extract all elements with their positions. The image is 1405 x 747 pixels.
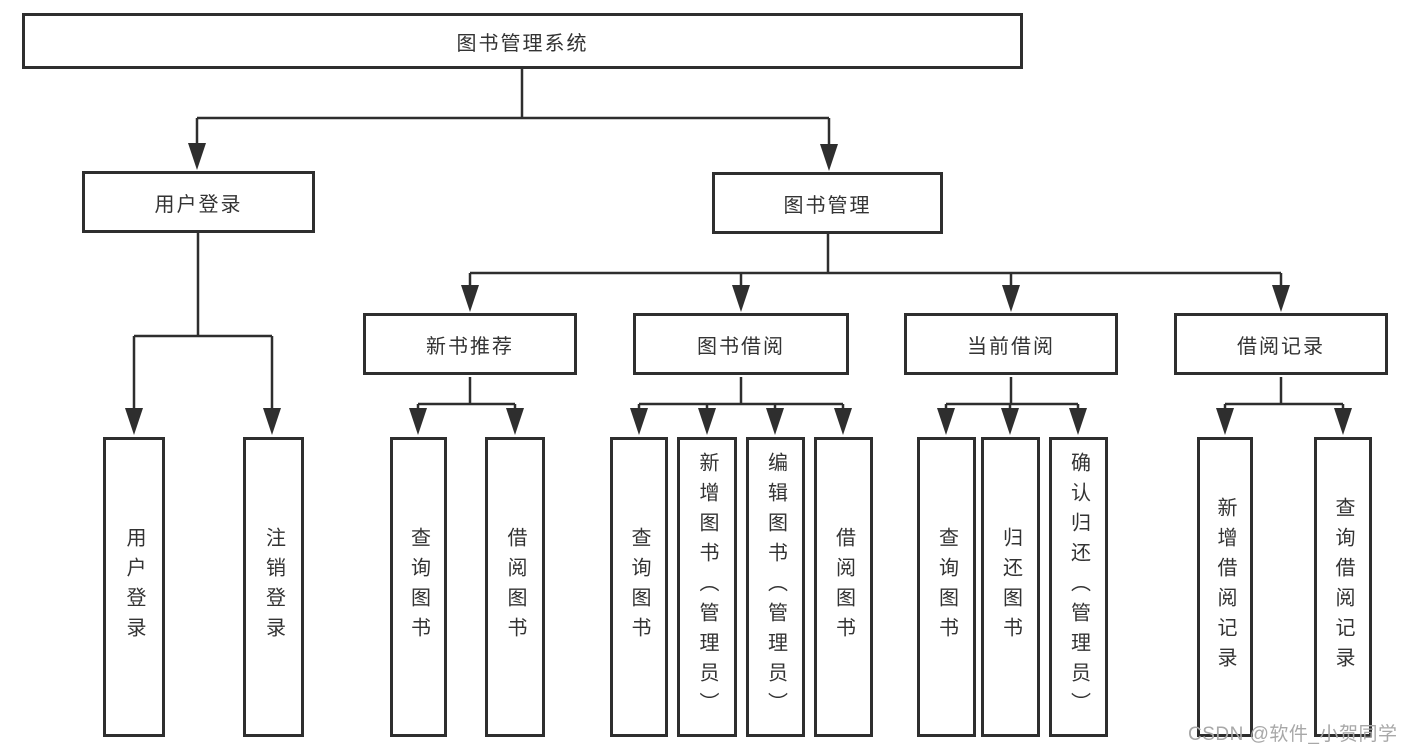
arrowhead-icon: [698, 408, 716, 435]
node-rec-borrow-books: 借阅图书: [485, 437, 545, 737]
node-bb-add-books-admin: 新增图书（管理员）: [677, 437, 737, 737]
node-bb-edit-books-admin: 编辑图书（管理员）: [746, 437, 805, 737]
node-br-query-record: 查询借阅记录: [1314, 437, 1372, 737]
arrowhead-icon: [1272, 285, 1290, 312]
arrowhead-icon: [820, 144, 838, 171]
node-book-borrow: 图书借阅: [633, 313, 849, 375]
node-bb-query-books: 查询图书: [610, 437, 668, 737]
arrowhead-icon: [461, 285, 479, 312]
node-book-management: 图书管理: [712, 172, 943, 234]
node-leaf-user-login: 用户登录: [103, 437, 165, 737]
node-new-book-recommend: 新书推荐: [363, 313, 577, 375]
arrowhead-icon: [937, 408, 955, 435]
csdn-watermark: CSDN @软件_小贺同学: [1188, 724, 1398, 745]
arrowhead-icon: [1334, 408, 1352, 435]
arrowhead-icon: [630, 408, 648, 435]
node-current-borrow: 当前借阅: [904, 313, 1118, 375]
arrowhead-icon: [1001, 408, 1019, 435]
arrowhead-icon: [766, 408, 784, 435]
arrowhead-icon: [506, 408, 524, 435]
arrowhead-icon: [125, 408, 143, 435]
arrowhead-icon: [732, 285, 750, 312]
node-cb-confirm-return-admin: 确认归还（管理员）: [1049, 437, 1108, 737]
node-leaf-logout: 注销登录: [243, 437, 304, 737]
arrowhead-icon: [1069, 408, 1087, 435]
node-user-login: 用户登录: [82, 171, 315, 233]
arrowhead-icon: [263, 408, 281, 435]
node-borrow-records: 借阅记录: [1174, 313, 1388, 375]
arrowhead-icon: [409, 408, 427, 435]
node-cb-return-books: 归还图书: [981, 437, 1040, 737]
node-cb-query-books: 查询图书: [917, 437, 976, 737]
arrowhead-icon: [1216, 408, 1234, 435]
node-rec-query-books: 查询图书: [390, 437, 447, 737]
node-bb-borrow-books: 借阅图书: [814, 437, 873, 737]
arrowhead-icon: [188, 143, 206, 170]
arrowhead-icon: [834, 408, 852, 435]
node-root: 图书管理系统: [22, 13, 1023, 69]
node-br-add-record: 新增借阅记录: [1197, 437, 1253, 737]
arrowhead-icon: [1002, 285, 1020, 312]
